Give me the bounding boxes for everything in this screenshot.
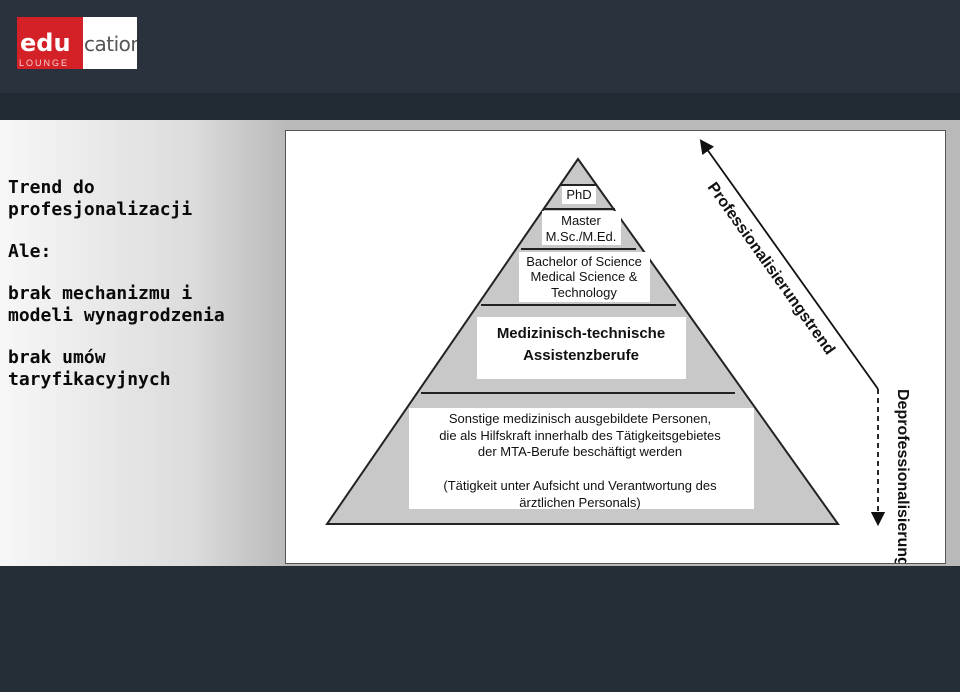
logo-red-block bbox=[17, 17, 83, 69]
header-band bbox=[0, 0, 960, 93]
level-sonstige-text-5: ärztlichen Personals) bbox=[519, 495, 640, 510]
professionalization-label: Professionalisierungstrend bbox=[704, 179, 838, 358]
trend-line-2: profesjonalizacji bbox=[8, 199, 193, 220]
pyramid-diagram-svg: PhD Master M.Sc./M.Ed. Bachelor of Scien… bbox=[325, 139, 911, 567]
level-mta-box bbox=[477, 317, 686, 379]
deprofessionalization-label: Deprofessionalisierung bbox=[894, 389, 911, 563]
education-lounge-logo: edu cation LOUNGE bbox=[17, 17, 137, 69]
level-sonstige-text-3: der MTA-Berufe beschäftigt werden bbox=[478, 444, 682, 459]
brak-mechanizmu-line-2: modeli wynagrodzenia bbox=[8, 305, 225, 326]
header-divider-strip bbox=[0, 93, 960, 120]
logo-text-cation: cation bbox=[84, 32, 137, 56]
level-phd-box bbox=[562, 186, 596, 204]
trend-line-1: Trend do bbox=[8, 177, 95, 198]
ale-label: Ale: bbox=[8, 241, 52, 262]
level-sonstige-text-2: die als Hilfskraft innerhalb des Tätigke… bbox=[439, 428, 721, 443]
professionalization-arrow bbox=[699, 139, 879, 390]
level-mta-text-1: Medizinisch-technische bbox=[497, 325, 665, 342]
level-master-text-1: Master bbox=[561, 213, 601, 228]
level-master-box bbox=[542, 211, 621, 245]
left-text-block: Trend do profesjonalizacji Ale: brak mec… bbox=[8, 177, 278, 391]
level-mta-text-2: Assistenzberufe bbox=[523, 347, 639, 364]
pyramid-diagram-panel: PhD Master M.Sc./M.Ed. Bachelor of Scien… bbox=[285, 130, 946, 567]
level-bachelor-text-3: Technology bbox=[551, 285, 617, 300]
level-phd-text: PhD bbox=[566, 187, 591, 202]
level-master-text-2: M.Sc./M.Ed. bbox=[546, 229, 617, 244]
brak-umow-line-1: brak umów bbox=[8, 347, 106, 368]
logo-text-lounge: LOUNGE bbox=[19, 58, 70, 68]
level-bachelor-text-1: Bachelor of Science bbox=[526, 254, 642, 269]
level-sonstige-box bbox=[409, 408, 754, 509]
logo-text-edu: edu bbox=[20, 29, 71, 57]
level-bachelor-text-2: Medical Science & bbox=[531, 269, 638, 284]
footer-band bbox=[0, 566, 960, 692]
brak-umow-line-2: taryfikacyjnych bbox=[8, 369, 171, 390]
level-bachelor-box bbox=[519, 252, 650, 302]
level-sonstige-text-4: (Tätigkeit unter Aufsicht und Verantwort… bbox=[443, 478, 717, 493]
level-sonstige-text-1: Sonstige medizinisch ausgebildete Person… bbox=[449, 411, 711, 426]
brak-mechanizmu-line-1: brak mechanizmu i bbox=[8, 283, 193, 304]
